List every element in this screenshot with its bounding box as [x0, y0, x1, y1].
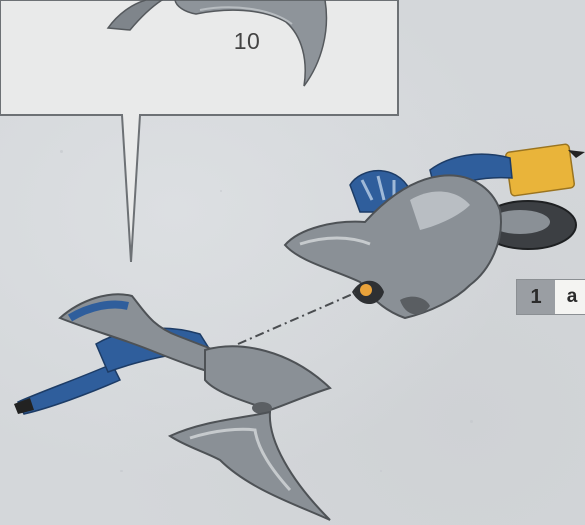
substep-number: 1 [517, 280, 555, 314]
substep-letter: a [555, 280, 585, 314]
substep-marker: 1 a [517, 280, 585, 314]
axle-connector-icon [505, 144, 585, 196]
axe-blade-piece-icon [14, 294, 330, 520]
attach-guide-line [238, 293, 355, 344]
